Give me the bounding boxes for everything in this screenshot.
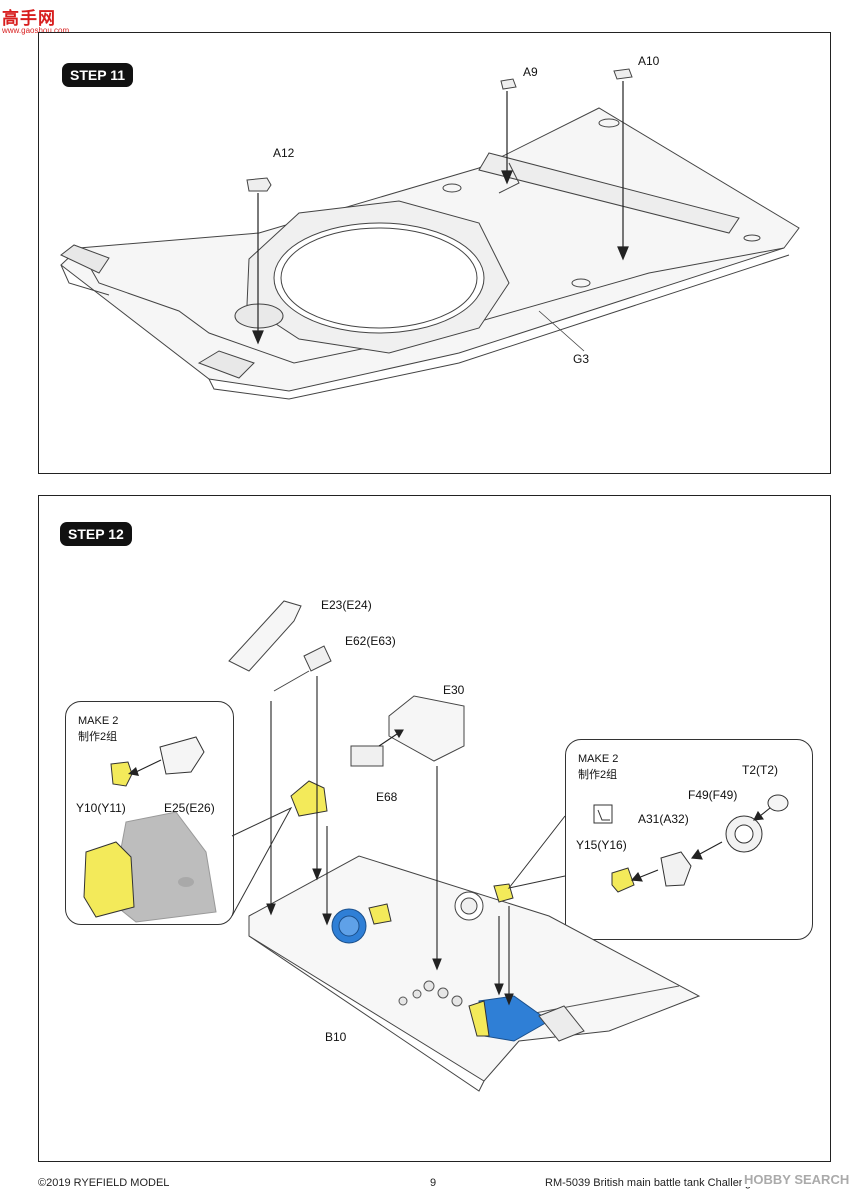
part-label-e25: E25(E26) — [164, 801, 215, 815]
hull-front-diagram — [228, 600, 701, 1092]
right-subassembly-diagram — [593, 794, 789, 893]
site-watermark: 高手网 www.gaoshou.com — [2, 4, 82, 38]
make2-left-label: MAKE 2 — [78, 715, 119, 727]
part-label-e62: E62(E63) — [345, 634, 396, 648]
footer-page-number: 9 — [430, 1177, 437, 1189]
step-12-panel: STEP 12 MAKE 2 制作2组 Y10(Y11) E25(E26) MA… — [38, 495, 831, 1162]
part-label-t2: T2(T2) — [742, 763, 778, 777]
part-label-b10: B10 — [325, 1030, 347, 1044]
a12-part-icon — [246, 177, 272, 192]
hobby-search-logo: HOBBY SEARCH — [742, 1172, 852, 1187]
make2-left-label-cn: 制作2组 — [78, 731, 118, 743]
footer-copyright: ©2019 RYEFIELD MODEL — [38, 1177, 170, 1189]
make2-right-subassembly: MAKE 2 制作2组 T2(T2) F49(F49) A31(A32) Y15… — [565, 739, 813, 940]
step-12-badge: STEP 12 — [60, 522, 132, 546]
watermark-url: www.gaoshou.com — [2, 26, 70, 35]
part-label-y10: Y10(Y11) — [76, 801, 126, 815]
make2-right-label-cn: 制作2组 — [578, 769, 618, 781]
part-label-a9: A9 — [523, 65, 538, 79]
make2-right-label: MAKE 2 — [578, 753, 619, 765]
part-label-a10: A10 — [638, 54, 660, 68]
hull-top-diagram — [60, 68, 800, 400]
part-label-a12: A12 — [273, 146, 295, 160]
part-label-e68: E68 — [376, 790, 398, 804]
a9-part-icon — [500, 78, 517, 90]
part-label-y15: Y15(Y16) — [576, 838, 627, 852]
part-label-e23: E23(E24) — [321, 598, 372, 612]
make2-left-subassembly: MAKE 2 制作2组 Y10(Y11) E25(E26) — [65, 701, 234, 925]
step-11-badge: STEP 11 — [62, 63, 134, 87]
watermark-title: 高手网 — [2, 9, 56, 29]
footer-kit-title: RM-5039 British main battle tank Challen… — [545, 1177, 795, 1189]
step-11-panel: STEP 11 — [38, 32, 831, 474]
part-label-e30: E30 — [443, 683, 465, 697]
part-label-a31: A31(A32) — [638, 812, 689, 826]
part-label-f49: F49(F49) — [688, 788, 738, 802]
part-label-g3: G3 — [573, 352, 590, 366]
left-subassembly-diagram — [83, 736, 217, 923]
a10-part-icon — [613, 68, 633, 80]
